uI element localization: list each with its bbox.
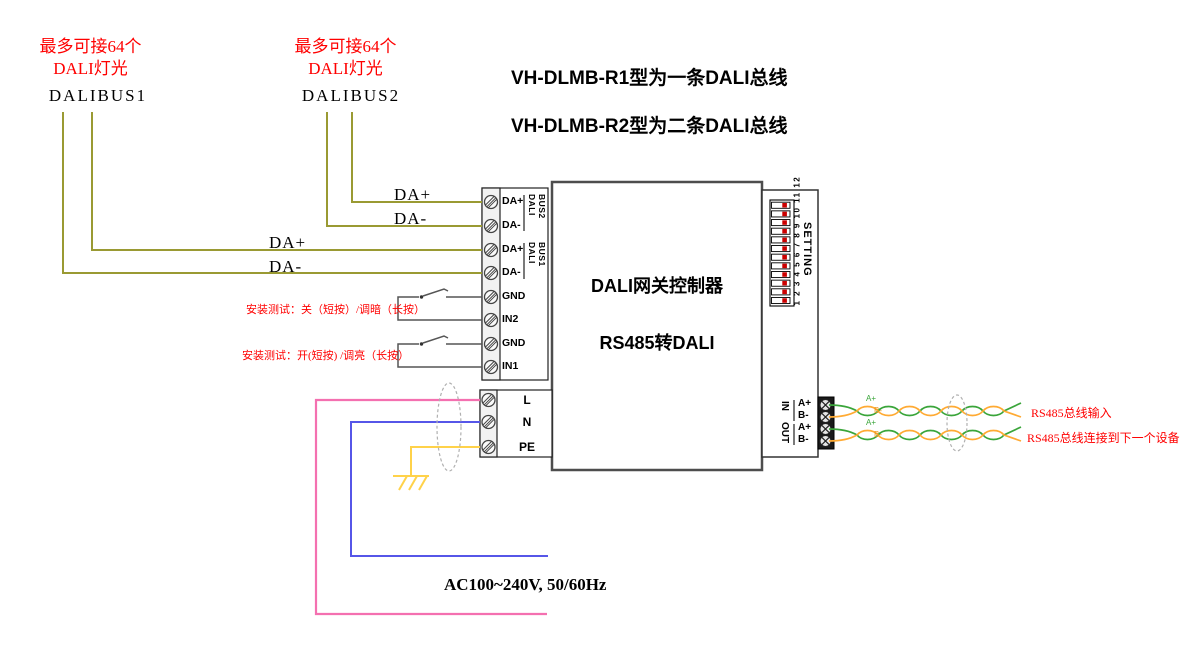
out-wire-a-tag: A+ xyxy=(866,418,877,427)
live-terminal-label: L xyxy=(523,393,531,407)
rs485-out-label: OUT xyxy=(779,422,790,444)
power-terminal-block xyxy=(479,389,553,458)
power-cable-sheath xyxy=(436,382,462,472)
terminal-label-in2: IN2 xyxy=(502,313,519,325)
out-b-wire xyxy=(828,429,1022,442)
in-b-minus-label: B- xyxy=(798,410,809,421)
dali-bus1-group-label: DALI BUS1 xyxy=(527,242,547,267)
rs485-cable-sheath xyxy=(946,394,968,452)
rs485-input-note: RS485总线输入 xyxy=(1031,406,1112,420)
terminal-label-da-minus-bus1: DA- xyxy=(502,266,521,278)
rs485-terminal-strip xyxy=(793,396,835,450)
bus2-da-minus-label: DA- xyxy=(394,209,428,228)
dali-bus2-group-label: DALI BUS2 xyxy=(527,194,547,219)
terminal-label-gnd2: GND xyxy=(502,290,526,302)
setting-label: SETTING xyxy=(801,222,813,277)
neutral-wire xyxy=(350,421,548,557)
bus1-da-plus-label: DA+ xyxy=(269,233,307,252)
out-wire-b-tag: B- xyxy=(874,430,882,439)
left-terminal-block xyxy=(481,187,549,381)
terminal-label-da-plus-bus2: DA+ xyxy=(502,195,524,207)
neutral-terminal-label: N xyxy=(522,415,532,429)
rs485-twisted-pairs xyxy=(828,394,1022,452)
device-name: DALI网关控制器 xyxy=(591,276,723,296)
switch-loop-in1 xyxy=(397,335,482,368)
earth-terminal-label: PE xyxy=(518,440,535,454)
device-function: RS485转DALI xyxy=(599,333,715,353)
in-wire-b-tag: B- xyxy=(874,406,882,415)
bus1-da-minus-label: DA- xyxy=(269,257,303,276)
test-off-annotation: 安装测试：关（短按）/调暗（长按） xyxy=(246,304,426,316)
dip-switch-block[interactable] xyxy=(769,199,795,307)
terminal-label-in1: IN1 xyxy=(502,360,519,372)
ac-supply-label: AC100~240V, 50/60Hz xyxy=(444,575,607,594)
bus1-label: DALIBUS1 xyxy=(48,86,148,105)
rs485-in-label: IN xyxy=(779,401,790,411)
mains-wires xyxy=(314,382,548,616)
in-wire-a-tag: A+ xyxy=(866,394,877,403)
in-b-wire xyxy=(828,405,1022,418)
in-a-plus-label: A+ xyxy=(798,398,812,409)
bus1-da-plus-wire xyxy=(91,112,482,251)
bus2-da-plus-label: DA+ xyxy=(394,185,432,204)
switch-loop-in2 xyxy=(397,288,482,321)
model-title-r1: VH-DLMB-R1型为一条DALI总线 xyxy=(511,68,788,89)
terminal-label-gnd1: GND xyxy=(502,337,526,349)
earth-wire xyxy=(410,446,480,476)
earth-ground-symbol xyxy=(393,475,429,491)
out-b-minus-label: B- xyxy=(798,434,809,445)
bus2-label: DALIBUS2 xyxy=(301,86,401,105)
test-on-annotation: 安装测试：开(短按) /调亮（长按） xyxy=(242,350,410,362)
rs485-daisychain-note: RS485总线连接到下一个设备 xyxy=(1027,431,1180,445)
out-a-plus-label: A+ xyxy=(798,422,812,433)
bus2-da-minus-wire xyxy=(326,112,482,227)
model-title-r2: VH-DLMB-R2型为二条DALI总线 xyxy=(511,116,788,137)
gateway-box xyxy=(550,180,764,472)
bus1-da-minus-wire xyxy=(62,112,482,274)
terminal-label-da-plus-bus1: DA+ xyxy=(502,243,524,255)
live-wire xyxy=(314,398,547,616)
dali-bus-wires xyxy=(62,112,482,274)
bus2-da-plus-wire xyxy=(351,112,482,203)
terminal-label-da-minus-bus2: DA- xyxy=(502,219,521,231)
